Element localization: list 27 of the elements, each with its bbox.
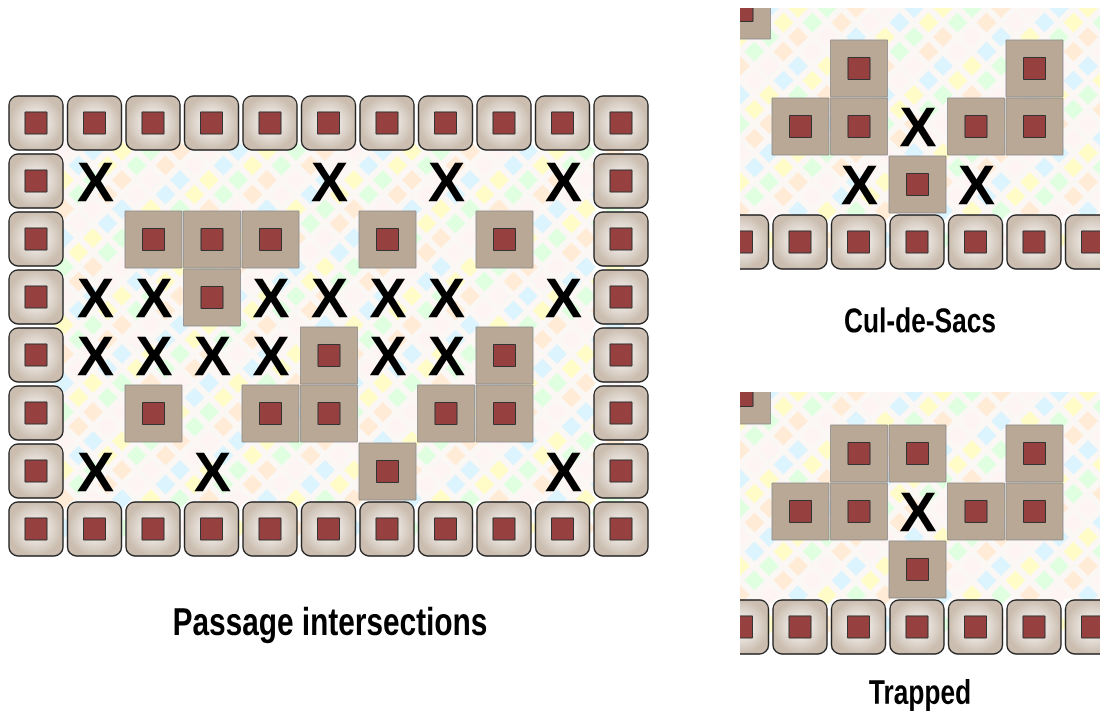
x-mark: X xyxy=(77,452,114,492)
x-mark: X xyxy=(428,336,465,376)
caption: Passage intersections xyxy=(174,606,487,644)
x-mark: X xyxy=(899,107,937,147)
x-mark: X xyxy=(252,278,290,318)
x-mark: X xyxy=(841,165,878,205)
x-mark: X xyxy=(135,278,173,318)
x-mark: X xyxy=(428,162,465,202)
x-mark: X xyxy=(545,162,582,202)
x-mark: X xyxy=(311,162,348,202)
x-mark: X xyxy=(369,278,407,318)
x-mark: X xyxy=(545,452,582,492)
caption: Trapped xyxy=(869,678,970,711)
x-mark: X xyxy=(428,278,465,318)
x-mark: X xyxy=(369,336,407,376)
x-mark: X xyxy=(545,278,582,318)
x-mark: X xyxy=(135,336,173,376)
x-mark: X xyxy=(311,278,348,318)
x-mark: X xyxy=(77,336,114,376)
x-mark: X xyxy=(958,165,995,205)
x-mark: X xyxy=(252,336,290,376)
x-mark: X xyxy=(899,492,937,532)
x-mark: X xyxy=(194,452,231,492)
x-mark: X xyxy=(194,336,231,376)
x-mark: X xyxy=(77,162,114,202)
caption: Cul-de-Sacs xyxy=(845,307,995,333)
x-mark: X xyxy=(77,278,114,318)
